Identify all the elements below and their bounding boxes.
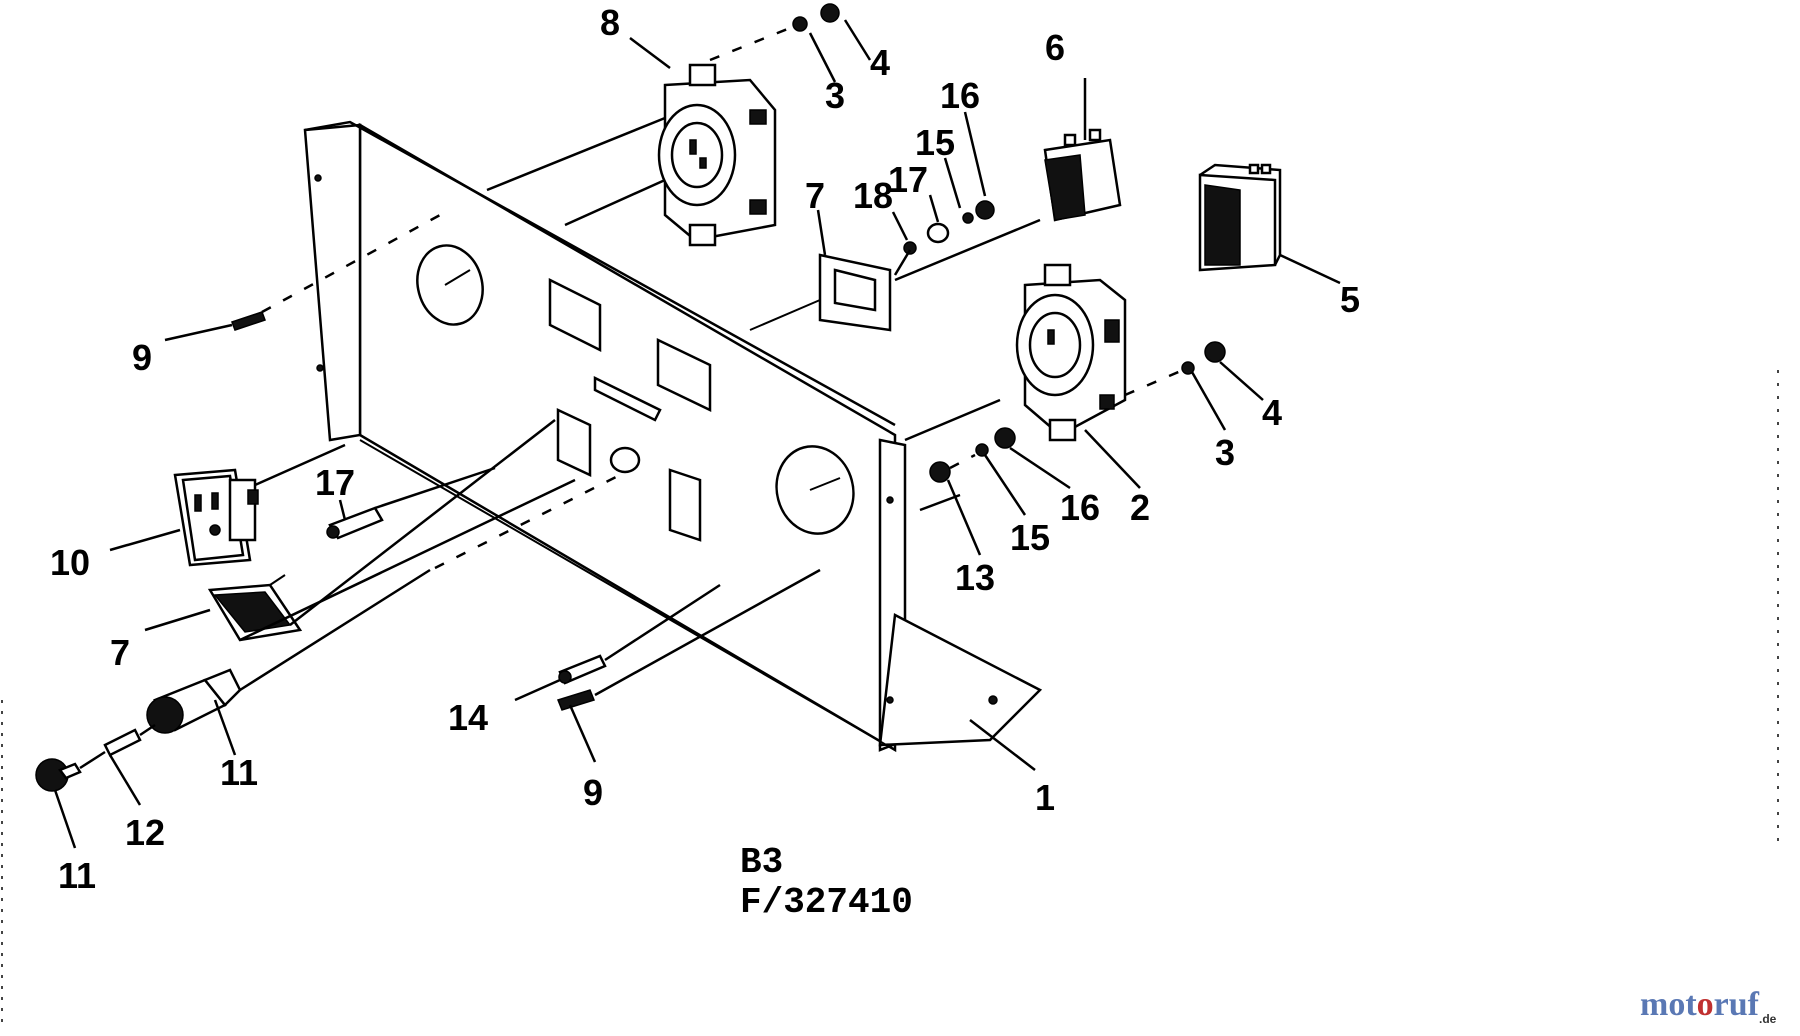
diagram-caption: B3 F/327410 (740, 842, 913, 923)
callout-11: 11 (58, 855, 96, 896)
receptacle-2 (1015, 263, 1127, 442)
receptacle-8 (657, 63, 777, 247)
callout-9: 9 (132, 337, 152, 378)
watermark-part-2: o (1696, 986, 1714, 1023)
callout-12: 12 (125, 812, 165, 853)
callout-9: 9 (583, 772, 603, 813)
fuse-holder-11 (146, 668, 242, 734)
callout-5: 5 (1340, 279, 1360, 320)
callout-3: 3 (1215, 432, 1235, 473)
callout-7: 7 (110, 632, 130, 673)
control-panel (303, 120, 1043, 753)
callout-11: 11 (220, 752, 258, 793)
fuse-12 (103, 728, 142, 757)
outlet-10 (173, 468, 259, 567)
callout-14: 14 (448, 697, 488, 738)
watermark-part-3: ruf (1713, 986, 1759, 1023)
callout-10: 10 (50, 542, 90, 583)
fuse-cap-11 (35, 758, 82, 792)
callout-8: 8 (600, 2, 620, 43)
watermark-suffix: .de (1758, 1011, 1777, 1026)
watermark-logo: motoruf.de (1640, 986, 1776, 1026)
callout-labels: 8 4 3 6 16 15 17 18 7 5 9 4 3 17 16 2 13… (50, 2, 1360, 896)
callout-2: 2 (1130, 487, 1150, 528)
callout-16: 16 (1060, 487, 1100, 528)
callout-15: 15 (915, 122, 955, 163)
callout-4: 4 (870, 42, 890, 83)
plate-7-upper (749, 253, 892, 332)
callout-6: 6 (1045, 27, 1065, 68)
callout-7: 7 (805, 175, 825, 216)
rocker-switch-6 (1043, 128, 1122, 222)
callout-4: 4 (1262, 392, 1282, 433)
callout-16: 16 (940, 75, 980, 116)
callout-17: 17 (888, 159, 928, 200)
callout-13: 13 (955, 557, 995, 598)
leader-lines (53, 19, 1341, 849)
callout-17: 17 (315, 462, 355, 503)
switch-cover-5 (1198, 163, 1282, 272)
scan-edge-marks (1, 370, 1779, 1030)
caption-line-1: B3 (740, 842, 783, 883)
callout-15: 15 (1010, 517, 1050, 558)
plate-7-lower (207, 574, 303, 642)
callout-18: 18 (853, 175, 893, 216)
assembly-lines (79, 24, 1184, 770)
watermark-part-1: mot (1640, 986, 1697, 1023)
callout-1: 1 (1035, 777, 1055, 818)
caption-line-2: F/327410 (740, 882, 913, 923)
hardware-parts (231, 3, 1226, 711)
callout-3: 3 (825, 75, 845, 116)
